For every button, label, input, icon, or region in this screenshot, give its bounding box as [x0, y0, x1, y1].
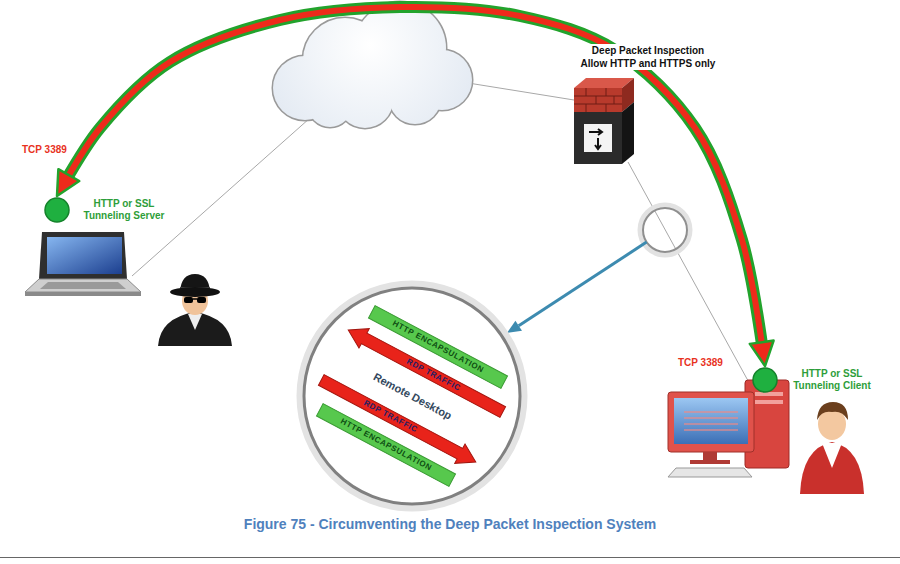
port-label: TCP 3389 — [20, 144, 69, 156]
port-label: TCP 3389 — [676, 357, 725, 369]
arrow-glyph — [589, 129, 602, 135]
endpoint-dot — [752, 367, 778, 393]
endpoint-dot — [44, 197, 70, 223]
screen-line — [684, 411, 738, 413]
cloud-lobe — [308, 83, 352, 127]
port-label-holder: TCP 3389 — [20, 139, 69, 157]
cloud-lobe — [389, 72, 441, 124]
desktop-computer — [668, 380, 789, 477]
brick-joint — [596, 96, 597, 104]
spy-coat — [158, 312, 232, 346]
endpoint-dot — [45, 198, 69, 222]
page-rule — [0, 557, 900, 558]
firewall-label: Allow HTTP and HTTPS only — [579, 57, 718, 70]
screen-line — [684, 423, 738, 425]
spy-figure — [158, 274, 232, 346]
laptop-screen — [47, 237, 122, 274]
caption-holder: Figure 75 - Circumventing the Deep Packe… — [0, 515, 900, 533]
band-shape — [316, 404, 455, 487]
spy-brim — [170, 287, 220, 297]
spy-collar — [188, 314, 202, 330]
brick-joint — [586, 88, 587, 96]
pc-screen — [674, 398, 748, 444]
arrow-head — [57, 169, 79, 196]
magnifier-glow — [640, 205, 690, 255]
node-label: HTTP or SSL Tunneling Client — [782, 368, 882, 392]
firewall-side — [622, 102, 634, 164]
laptop-edge — [25, 292, 141, 296]
network-line — [132, 118, 310, 276]
firewall-body — [574, 112, 622, 164]
node-label: HTTP or SSL Tunneling Server — [74, 198, 174, 222]
brick-joint — [574, 104, 622, 105]
spy-glasses — [184, 297, 193, 303]
brick-joint — [606, 88, 607, 96]
brick-joint — [574, 96, 622, 97]
arrow-glyph — [595, 138, 601, 149]
port-label-holder: TCP 3389 — [676, 352, 725, 370]
firewall-icon — [574, 78, 634, 164]
endpoint-dot — [753, 368, 777, 392]
zoom-circle: Remote DesktopHTTP ENCAPSULATIONRDP TRAF… — [302, 286, 522, 506]
figure-caption: Figure 75 - Circumventing the Deep Packe… — [244, 516, 656, 533]
laptop-icon — [25, 232, 141, 296]
brick-joint — [586, 104, 587, 112]
pointer-line — [519, 242, 647, 326]
firewall-label: Deep Packet Inspection — [590, 44, 706, 57]
screen-line — [684, 429, 738, 431]
magnifier-circle — [643, 208, 687, 252]
cloud-lobe — [389, 72, 441, 124]
user-hair — [817, 402, 848, 420]
laptop-bezel — [39, 232, 127, 279]
network-line — [462, 82, 574, 100]
pc-stand — [703, 452, 717, 460]
pointer-head — [507, 321, 522, 333]
user-vest — [800, 442, 864, 494]
spy-glasses — [197, 297, 206, 303]
pc-stand-base — [690, 460, 730, 464]
user-shirt — [822, 443, 842, 468]
cloud-lobe — [308, 83, 352, 127]
screen-line — [684, 417, 738, 419]
laptop-base — [25, 279, 141, 292]
brick-front — [574, 88, 622, 112]
dpi-firewall: Deep Packet InspectionAllow HTTP and HTT… — [577, 44, 720, 72]
arrow-head — [750, 341, 774, 366]
pc-slot — [755, 392, 783, 396]
brick-joint — [614, 96, 615, 104]
laptop-keys — [40, 282, 126, 289]
zoom-ring — [304, 288, 520, 504]
pc-slot — [755, 400, 783, 404]
spy-glasses — [193, 298, 197, 300]
firewall-panel — [584, 124, 612, 152]
brick-joint — [606, 104, 607, 112]
pc-keyboard — [668, 468, 752, 477]
pc-monitor — [668, 392, 754, 452]
zoom-glow — [300, 284, 524, 508]
user-figure — [800, 402, 864, 494]
tunnel-server: HTTP or SSL Tunneling Server — [44, 196, 178, 224]
tunnel-client: HTTP or SSL Tunneling Client — [752, 366, 886, 394]
